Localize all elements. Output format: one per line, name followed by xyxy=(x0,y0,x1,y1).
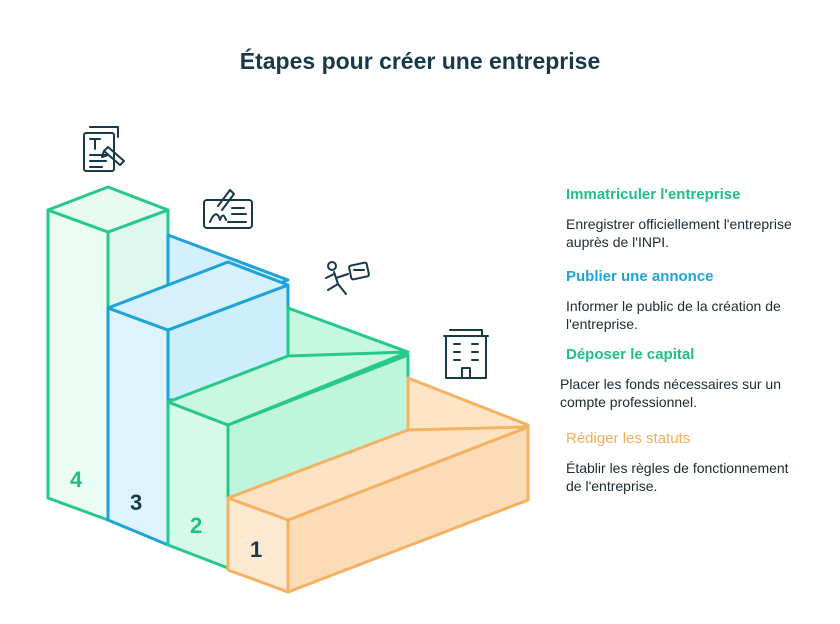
step-number-1: 1 xyxy=(250,537,262,562)
step-description-4: Enregistrer officiellement l'entreprise … xyxy=(566,216,792,250)
step-description-2: Placer les fonds nécessaires sur un comp… xyxy=(560,376,781,410)
info-step-3: Publier une annonce Informer le public d… xyxy=(566,268,806,333)
step-description-1: Établir les règles de fonctionnement de … xyxy=(566,460,789,494)
step-description-3: Informer le public de la création de l'e… xyxy=(566,298,781,332)
info-step-4: Immatriculer l'entreprise Enregistrer of… xyxy=(566,186,806,251)
step-block-1 xyxy=(226,376,530,594)
step-title-3: Publier une annonce xyxy=(566,268,714,285)
step-number-3: 3 xyxy=(130,490,142,515)
info-step-2: Déposer le capital Placer les fonds néce… xyxy=(560,346,806,411)
running-money-icon xyxy=(325,261,370,295)
step-title-1: Rédiger les statuts xyxy=(566,430,691,447)
page-title: Étapes pour créer une entreprise xyxy=(239,48,601,74)
document-pencil-icon xyxy=(83,126,125,172)
step-number-2: 2 xyxy=(190,513,202,538)
info-step-1: Rédiger les statuts Établir les règles d… xyxy=(566,430,806,495)
step-title-4: Immatriculer l'entreprise xyxy=(566,186,741,203)
step-number-4: 4 xyxy=(70,467,83,492)
office-building-icon xyxy=(443,329,489,379)
signature-icon xyxy=(203,189,253,229)
step-title-2: Déposer le capital xyxy=(566,346,695,363)
